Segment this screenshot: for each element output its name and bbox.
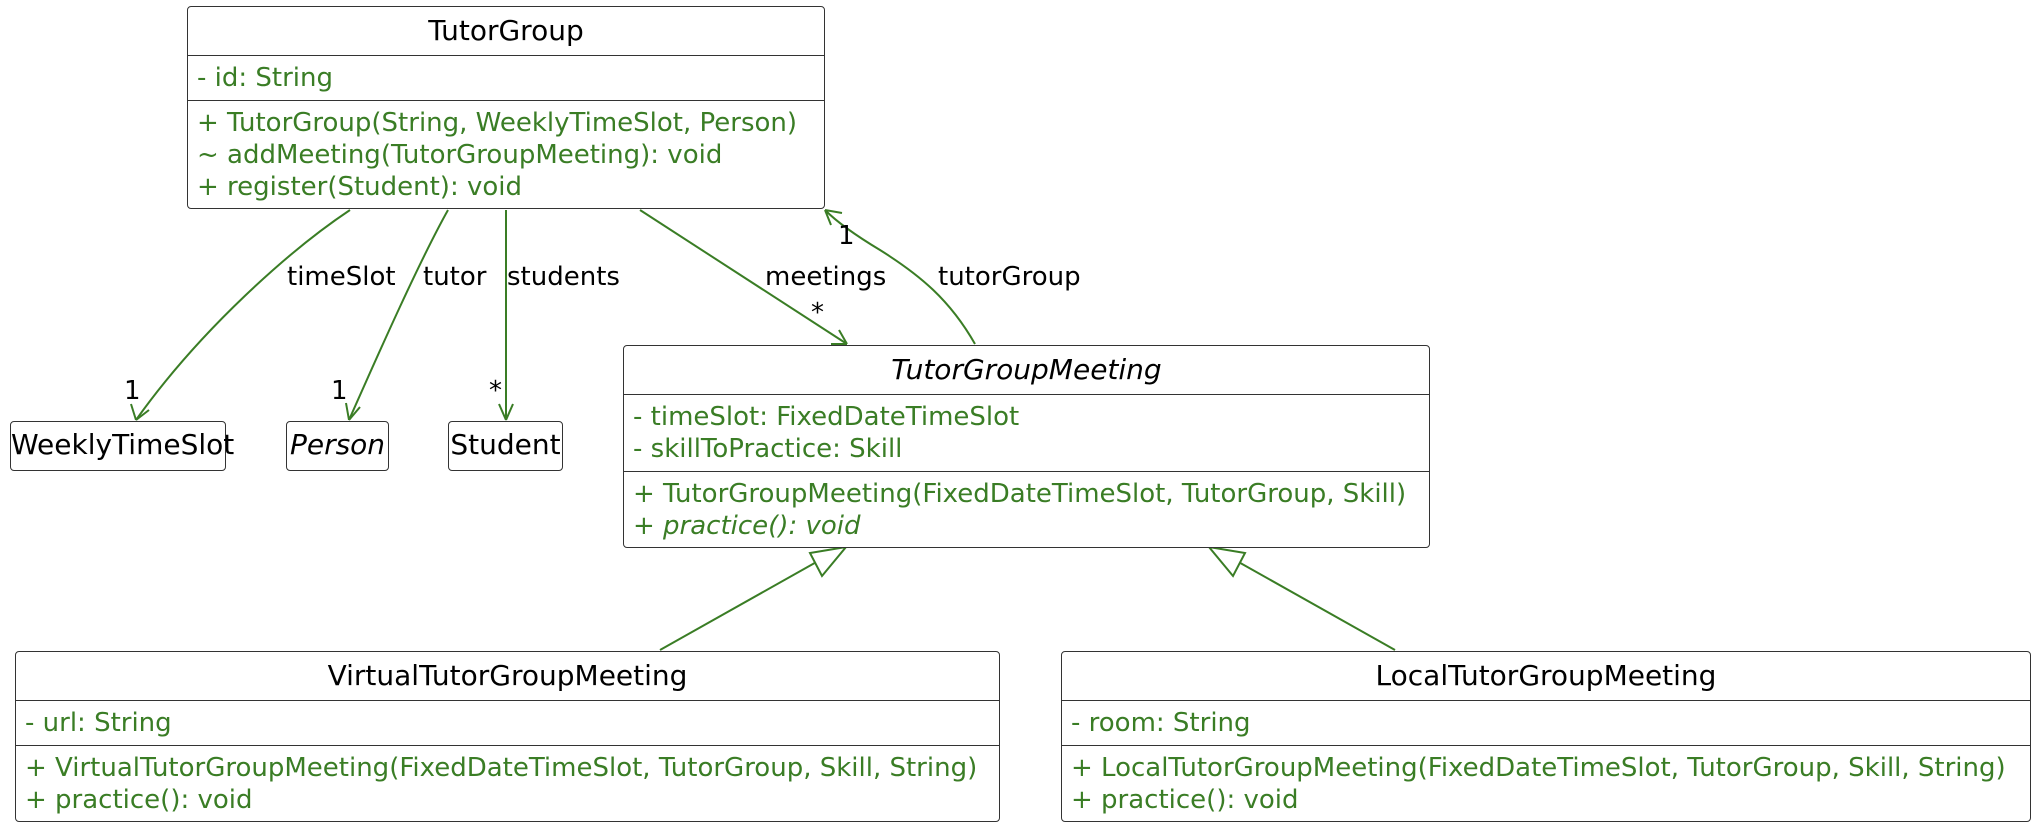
edge-local-inheritance [1234,559,1396,651]
arrowhead-students [498,403,514,421]
attribute: - timeSlot: FixedDateTimeSlot [633,402,1020,432]
inheritance-triangle-local [1206,545,1247,578]
edge-virtual-inheritance [659,559,821,651]
edge-timeslot [135,209,351,421]
arrowhead-timeslot [130,403,150,421]
methods-section: + VirtualTutorGroupMeeting(FixedDateTime… [16,746,999,822]
class-name: Person [289,428,386,461]
multiplicity-students: * [489,376,502,406]
arrowhead-tutorgroup [824,209,843,226]
multiplicity-tutorgroup: 1 [838,221,855,251]
abstract-method: + practice(): void [633,511,861,541]
class-tutor-group-meeting[interactable]: TutorGroupMeeting - timeSlot: FixedDateT… [623,345,1430,548]
multiplicity-meetings: * [811,298,824,328]
attributes-section: - url: String [16,701,999,746]
class-name: WeeklyTimeSlot [11,428,235,461]
attribute: - url: String [25,708,172,738]
multiplicity-tutor: 1 [331,376,348,406]
class-virtual-tutor-group-meeting[interactable]: VirtualTutorGroupMeeting - url: String +… [15,651,1000,822]
class-local-tutor-group-meeting[interactable]: LocalTutorGroupMeeting - room: String + … [1061,651,2031,822]
class-name: TutorGroupMeeting [624,346,1429,395]
association-label-tutorgroup: tutorGroup [938,262,1081,292]
methods-section: + TutorGroupMeeting(FixedDateTimeSlot, T… [624,472,1429,548]
association-label-tutor: tutor [423,262,487,292]
method: + TutorGroup(String, WeeklyTimeSlot, Per… [197,108,798,138]
class-weekly-time-slot[interactable]: WeeklyTimeSlot [10,421,234,471]
class-name: LocalTutorGroupMeeting [1062,652,2030,701]
class-student[interactable]: Student [448,421,563,471]
arrowhead-tutor [345,402,361,421]
method: + practice(): void [25,785,253,815]
class-person[interactable]: Person [286,421,389,471]
method: + LocalTutorGroupMeeting(FixedDateTimeSl… [1071,753,2006,783]
attributes-section: - room: String [1062,701,2030,746]
inheritance-triangle-virtual [808,545,849,578]
method: + practice(): void [1071,785,1299,815]
attribute: - id: String [197,63,333,93]
attribute: - skillToPractice: Skill [633,434,903,464]
edge-meetings [639,209,848,345]
association-label-meetings: meetings [765,262,887,292]
method: + register(Student): void [197,172,522,202]
methods-section: + LocalTutorGroupMeeting(FixedDateTimeSl… [1062,746,2030,822]
class-name: VirtualTutorGroupMeeting [16,652,999,701]
multiplicity-timeslot: 1 [124,376,141,406]
attribute: - room: String [1071,708,1251,738]
method: ~ addMeeting(TutorGroupMeeting): void [197,140,723,170]
arrowhead-meetings [831,329,848,345]
attributes-section: - timeSlot: FixedDateTimeSlot - skillToP… [624,395,1429,472]
association-label-timeslot: timeSlot [287,262,396,292]
class-tutor-group[interactable]: TutorGroup - id: String + TutorGroup(Str… [187,6,825,209]
methods-section: + TutorGroup(String, WeeklyTimeSlot, Per… [188,101,824,209]
edge-tutor [348,209,449,421]
method: + TutorGroupMeeting(FixedDateTimeSlot, T… [633,479,1407,509]
association-label-students: students [507,262,620,292]
edge-tutorgroup [824,209,976,345]
class-name: Student [450,428,561,461]
attributes-section: - id: String [188,56,824,101]
class-name: TutorGroup [188,7,824,56]
method: + VirtualTutorGroupMeeting(FixedDateTime… [25,753,978,783]
